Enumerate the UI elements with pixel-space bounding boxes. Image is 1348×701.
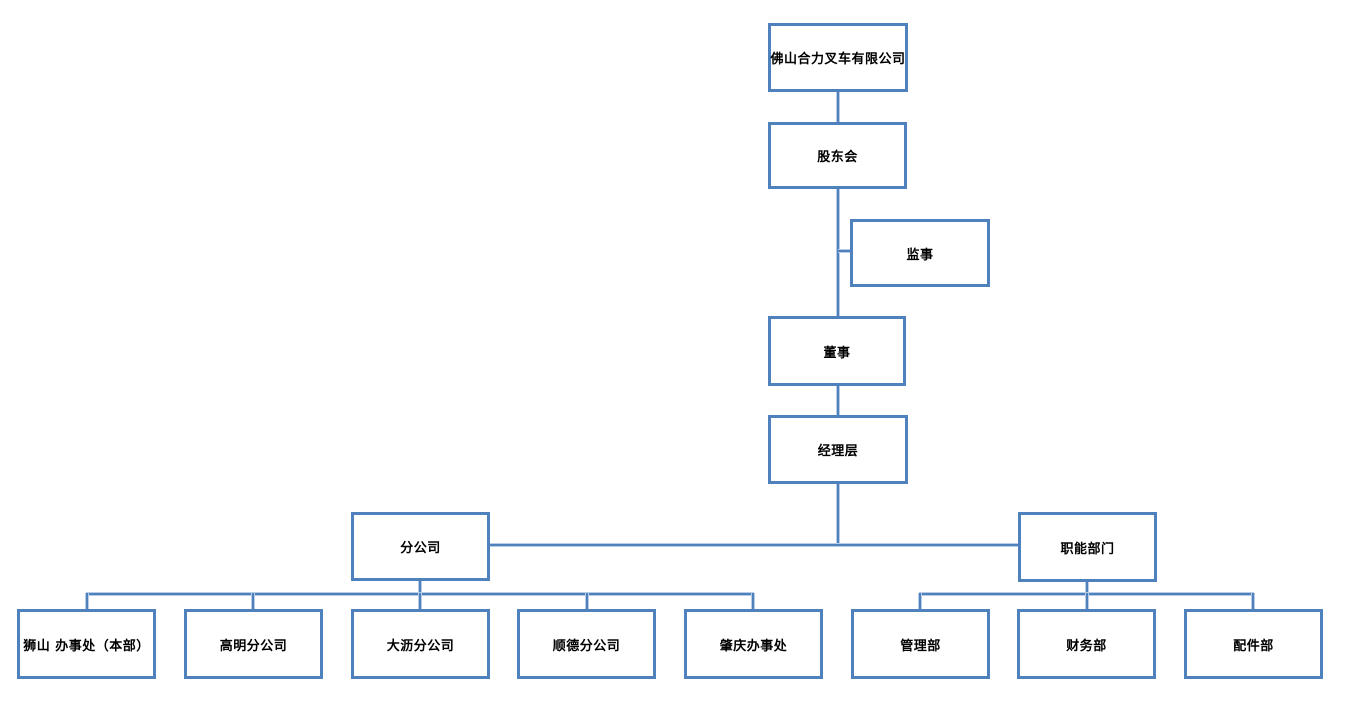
connector-groups-crossbar (490, 544, 1018, 546)
org-node-director-label: 董事 (823, 345, 851, 361)
connector-stub-shishan-office (86, 593, 88, 609)
org-node-functional-group-label: 职能部门 (1060, 541, 1115, 557)
connector-management-groups-drop (837, 484, 839, 546)
connector-stub-parts-dept (1252, 593, 1254, 609)
org-node-parts-dept: 配件部 (1184, 609, 1323, 679)
org-node-supervisor-label: 监事 (906, 247, 934, 263)
org-node-shunde-branch-label: 顺德分公司 (552, 638, 621, 654)
org-node-functional-group: 职能部门 (1018, 512, 1157, 582)
connector-stub-dali-branch (419, 593, 421, 609)
org-node-shareholders-label: 股东会 (817, 150, 858, 165)
connector-shareholders-director (837, 189, 839, 316)
connector-director-management (837, 386, 839, 415)
org-node-management-dept: 管理部 (851, 609, 990, 679)
org-node-branch-group: 分公司 (351, 512, 490, 581)
org-node-director: 董事 (768, 316, 906, 386)
org-node-shareholders: 股东会 (768, 122, 907, 189)
connector-shareholders-supervisor (838, 250, 851, 252)
connector-stub-gaoming-branch (252, 593, 254, 609)
org-node-shishan-office-label: 狮山 办事处（本部） (23, 638, 150, 654)
org-node-zhaoqing-office: 肇庆办事处 (684, 609, 823, 679)
connector-stub-shunde-branch (586, 593, 588, 609)
connector-stub-zhaoqing-office (752, 593, 754, 609)
org-node-dali-branch-label: 大沥分公司 (386, 638, 455, 654)
org-node-management: 经理层 (768, 415, 908, 484)
org-node-gaoming-branch: 高明分公司 (184, 609, 323, 679)
connector-branch-group-drop (419, 581, 421, 595)
org-node-finance-dept: 财务部 (1017, 609, 1156, 679)
org-node-zhaoqing-office-label: 肇庆办事处 (719, 638, 788, 654)
org-node-gaoming-branch-label: 高明分公司 (219, 638, 288, 654)
org-node-parts-dept-label: 配件部 (1233, 638, 1274, 654)
org-node-shishan-office: 狮山 办事处（本部） (17, 609, 156, 679)
org-node-dali-branch: 大沥分公司 (351, 609, 490, 679)
org-node-branch-group-label: 分公司 (400, 541, 441, 556)
connector-functional-group-drop (1086, 582, 1088, 595)
org-node-shunde-branch: 顺德分公司 (517, 609, 656, 679)
org-node-supervisor: 监事 (850, 219, 990, 287)
connector-stub-finance-dept (1086, 593, 1088, 609)
connector-company-shareholders (837, 92, 839, 122)
connector-stub-management-dept (919, 593, 921, 609)
org-node-company: 佛山合力叉车有限公司 (768, 23, 908, 92)
org-node-company-label: 佛山合力叉车有限公司 (770, 52, 906, 67)
org-node-management-dept-label: 管理部 (900, 638, 941, 654)
org-node-finance-dept-label: 财务部 (1066, 638, 1107, 654)
org-node-management-label: 经理层 (817, 444, 859, 459)
